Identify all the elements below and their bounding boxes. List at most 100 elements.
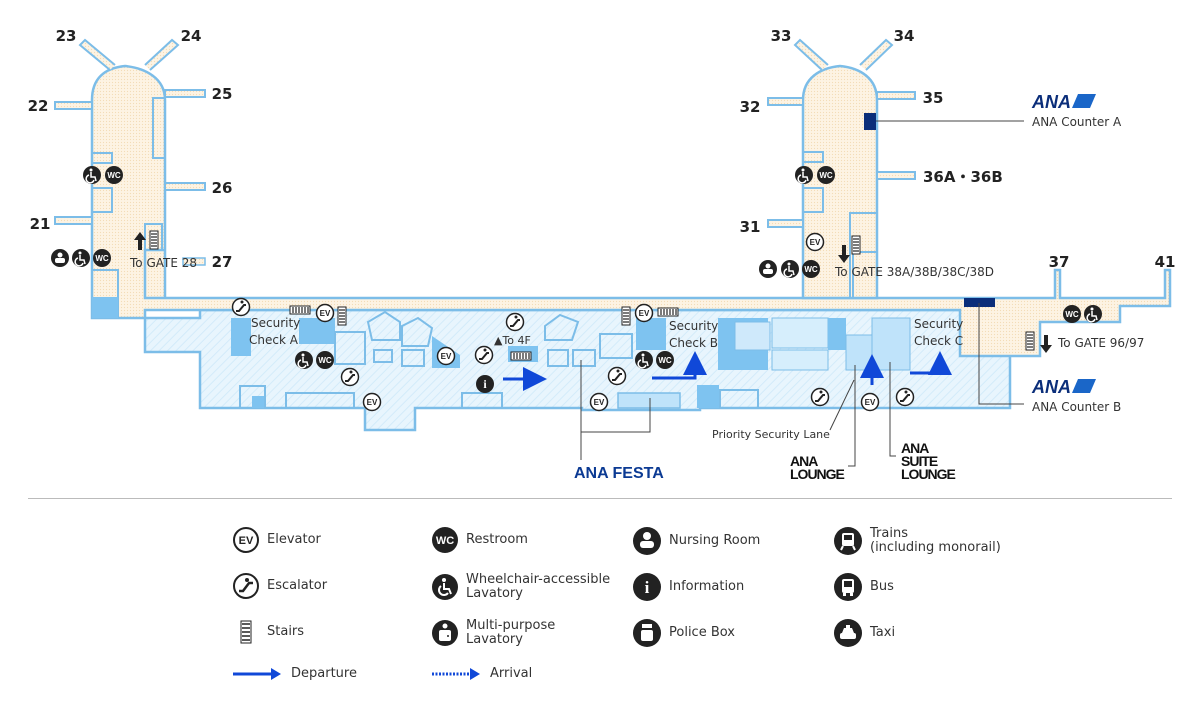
legend-label: Escalator [267, 578, 328, 593]
security-check-b-label-2: Check B [669, 336, 718, 350]
legend-label: Departure [291, 666, 357, 681]
legend-label: Stairs [267, 624, 305, 639]
nursing-room-icon [633, 527, 661, 555]
down-arrow-icon [838, 245, 850, 263]
legend-information: i Information [633, 573, 744, 601]
wheelchair-icon [294, 350, 314, 370]
legend-label: Nursing Room [669, 533, 761, 548]
leader-lines [580, 120, 1024, 467]
legend-label: Taxi [870, 625, 896, 640]
ana-counter-a-marker [864, 113, 876, 130]
stairs-icon [149, 230, 159, 250]
multipurpose-lavatory-icon [432, 620, 458, 646]
ana-logo-a: ANA [1031, 92, 1071, 112]
legend-label: Information [669, 579, 745, 594]
legend-label: Restroom [466, 532, 528, 547]
stairs-icon [621, 306, 631, 326]
elevator-icon: EV [634, 303, 654, 323]
legend-label: Trains (including monorail) [870, 526, 1001, 555]
ana-counter-a-label: ANA Counter A [1032, 115, 1122, 129]
escalator-icon [233, 573, 259, 599]
down-arrow-icon [1040, 335, 1052, 353]
ana-suite-lounge-label-2: SUITE [901, 453, 938, 469]
elevator-icon: EV [805, 232, 825, 252]
nursing-room-icon [51, 249, 69, 267]
svg-text:i: i [645, 578, 650, 597]
wheelchair-icon [634, 350, 654, 370]
gate-21: 21 [30, 215, 51, 233]
wheelchair-icon [780, 259, 800, 279]
ana-festa-label: ANA FESTA [574, 465, 664, 482]
stairs-icon [657, 307, 679, 317]
to-gate-38-label: To GATE 38A/38B/38C/38D [834, 265, 994, 279]
wheelchair-icon [71, 248, 91, 268]
elevator-icon: EV [589, 392, 609, 412]
legend-nursing-room: Nursing Room [633, 527, 760, 555]
security-check-a-label: Security [251, 316, 300, 330]
gate-24: 24 [181, 27, 202, 45]
gate-33: 33 [771, 27, 792, 45]
gate-26: 26 [212, 179, 233, 197]
information-icon: i [476, 375, 494, 393]
svg-text:WC: WC [107, 171, 121, 180]
gate-32: 32 [740, 98, 761, 116]
legend: EV Elevator Escalator Stairs Departure W… [0, 520, 1200, 700]
svg-text:WC: WC [95, 254, 109, 263]
priority-security-lane-label: Priority Security Lane [712, 428, 830, 441]
wheelchair-icon [794, 165, 814, 185]
legend-label: Elevator [267, 532, 321, 547]
gate-27: 27 [212, 253, 233, 271]
stair-arrows [134, 232, 1052, 353]
escalator-icon [474, 345, 494, 365]
legend-elevator: EV Elevator [233, 527, 321, 553]
to-gate-28-label: To GATE 28 [129, 256, 197, 270]
bus-icon [834, 573, 862, 601]
svg-text:EV: EV [239, 535, 254, 547]
main-hall [143, 308, 1012, 432]
security-check-c-label-2: Check C [914, 334, 963, 348]
legend-label: Police Box [669, 625, 735, 640]
svg-text:EV: EV [810, 238, 821, 247]
ana-suite-lounge-label-3: LOUNGE [901, 466, 956, 482]
security-check-c-label: Security [914, 317, 963, 331]
svg-text:WC: WC [436, 535, 454, 547]
gate-41: 41 [1155, 253, 1176, 271]
departure-arrow-icon [233, 668, 281, 680]
wheelchair-icon [1083, 304, 1103, 324]
escalator-icon [231, 297, 251, 317]
train-icon [834, 527, 862, 555]
restroom-icon: WC [802, 260, 820, 278]
arrival-arrow-icon [432, 668, 480, 680]
stairs-icon [337, 306, 347, 326]
terminal-map: EV EV EV EV EV EV EV WC WC WC WC WC WC W… [28, 27, 1176, 482]
up-arrow-icon [134, 232, 146, 250]
svg-text:EV: EV [320, 309, 331, 318]
stairs-icon [510, 351, 532, 361]
to-gate-96-label: To GATE 96/97 [1057, 336, 1144, 350]
gate-37: 37 [1049, 253, 1070, 271]
ana-lounge-label: ANA [790, 453, 818, 469]
gate-34: 34 [894, 27, 915, 45]
police-box-icon [633, 619, 661, 647]
escalator-icon [810, 387, 830, 407]
legend-arrival: Arrival [432, 667, 532, 681]
elevator-icon: EV [315, 303, 335, 323]
legend-departure: Departure [233, 667, 357, 681]
ana-suite-lounge-label: ANA [901, 440, 929, 456]
legend-restroom: WC Restroom [432, 527, 528, 553]
to-4f-label: ▲To 4F [494, 334, 531, 347]
svg-text:EV: EV [367, 398, 378, 407]
svg-text:EV: EV [639, 309, 650, 318]
ana-counter-b-label: ANA Counter B [1032, 400, 1121, 414]
stairs-icon [240, 620, 252, 644]
legend-label: Arrival [490, 666, 533, 681]
legend-label: Bus [870, 579, 894, 594]
elevator-icon: EV [233, 527, 259, 553]
restroom-icon: WC [105, 166, 123, 184]
legend-bus: Bus [834, 573, 894, 601]
gate-23: 23 [56, 27, 77, 45]
ana-logo-b: ANA [1031, 377, 1071, 397]
svg-text:EV: EV [594, 398, 605, 407]
